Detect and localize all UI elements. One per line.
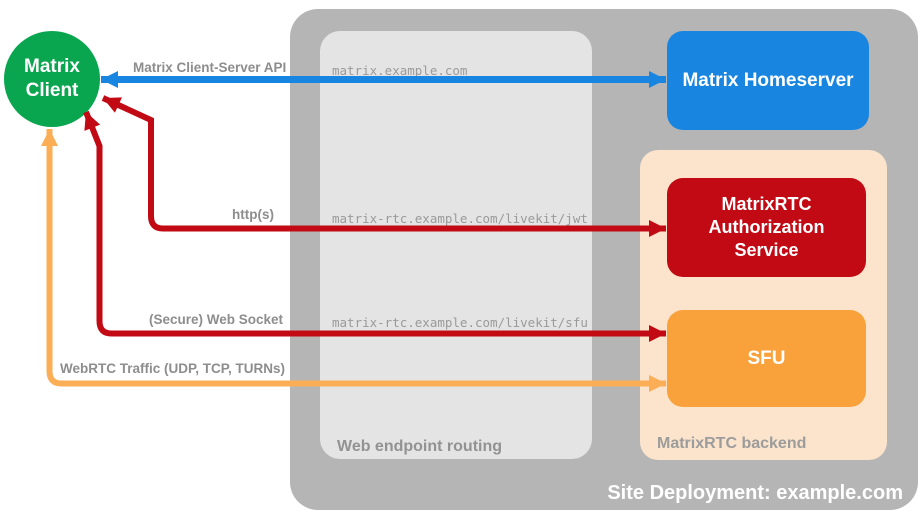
secure-web-socket-edge-label: (Secure) Web Socket xyxy=(149,312,284,327)
web-endpoint-routing-label: Web endpoint routing xyxy=(337,438,503,455)
matrixrtc-authorization-service-label: MatrixRTC Authorization Service xyxy=(708,194,825,260)
client-server-api-edge-label: Matrix Client-Server API xyxy=(133,60,287,75)
sfu-node: SFU xyxy=(667,310,866,407)
site-deployment-label: Site Deployment: example.com xyxy=(607,482,903,504)
endpoint-homeserver: matrix.example.com xyxy=(332,63,468,78)
matrix-client-label: Matrix Client xyxy=(24,56,80,101)
matrix-client-node: Matrix Client xyxy=(4,31,100,127)
matrixrtc-authorization-service-node: MatrixRTC Authorization Service xyxy=(667,178,866,277)
https-edge-label: http(s) xyxy=(232,207,274,222)
matrixrtc-backend-label: MatrixRTC backend xyxy=(657,435,807,452)
matrix-homeserver-node: Matrix Homeserver xyxy=(667,31,869,130)
matrix-homeserver-label: Matrix Homeserver xyxy=(682,69,854,91)
sfu-label: SFU xyxy=(747,347,786,369)
web-endpoint-routing-box xyxy=(320,31,592,459)
webrtc-traffic-edge-label: WebRTC Traffic (UDP, TCP, TURNs) xyxy=(60,361,286,376)
endpoint-livekit-jwt: matrix-rtc.example.com/livekit/jwt xyxy=(332,211,588,226)
endpoint-livekit-sfu: matrix-rtc.example.com/livekit/sfu xyxy=(332,315,588,330)
